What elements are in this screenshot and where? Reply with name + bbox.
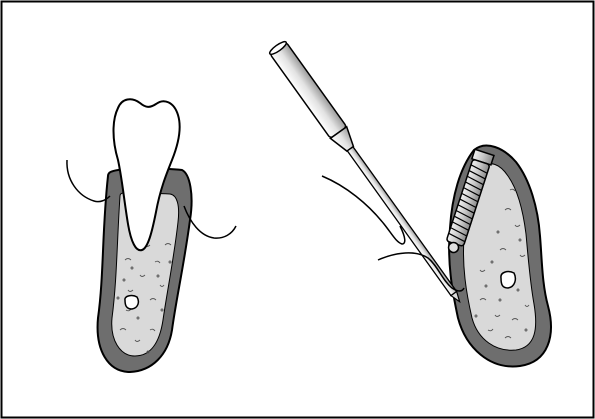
right-nerve-canal [501, 272, 515, 288]
left-nerve-canal [125, 296, 138, 309]
